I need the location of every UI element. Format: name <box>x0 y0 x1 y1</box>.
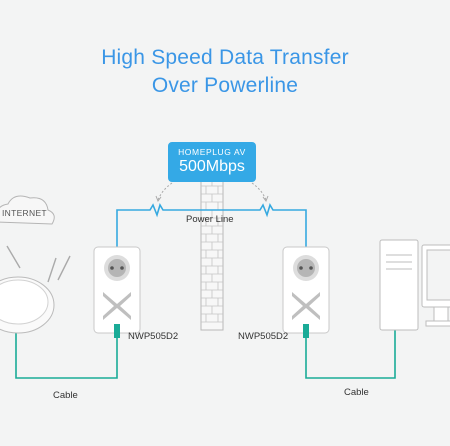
cable-label-left: Cable <box>53 390 78 401</box>
cable-label-right: Cable <box>344 387 369 398</box>
desktop-computer-icon <box>379 239 450 331</box>
cloud-icon <box>0 195 55 225</box>
badge-standard: HOMEPLUG AV <box>178 147 246 157</box>
brick-wall-icon <box>200 177 224 331</box>
powerline-adapter-icon-left <box>93 246 141 338</box>
arrow-head-right <box>262 195 269 203</box>
power-line <box>116 203 307 250</box>
title-line-1: High Speed Data Transfer <box>101 46 349 69</box>
signal-arrows <box>157 182 267 201</box>
device-label-left: NWP505D2 <box>128 331 179 342</box>
device-label-right: NWP505D2 <box>238 331 289 342</box>
badge-speed: 500Mbps <box>179 158 245 175</box>
router-icon <box>0 245 71 334</box>
ethernet-cables <box>15 328 396 379</box>
powerline-adapter-icon-right <box>282 246 330 338</box>
diagram-title: High Speed Data Transfer Over Powerline <box>0 44 450 100</box>
title-line-2: Over Powerline <box>151 74 299 97</box>
arrow-head-left <box>155 195 162 203</box>
internet-label: INTERNET <box>2 208 47 218</box>
homeplug-badge: HOMEPLUG AV 500Mbps <box>168 142 256 182</box>
power-line-label: Power Line <box>186 214 234 225</box>
